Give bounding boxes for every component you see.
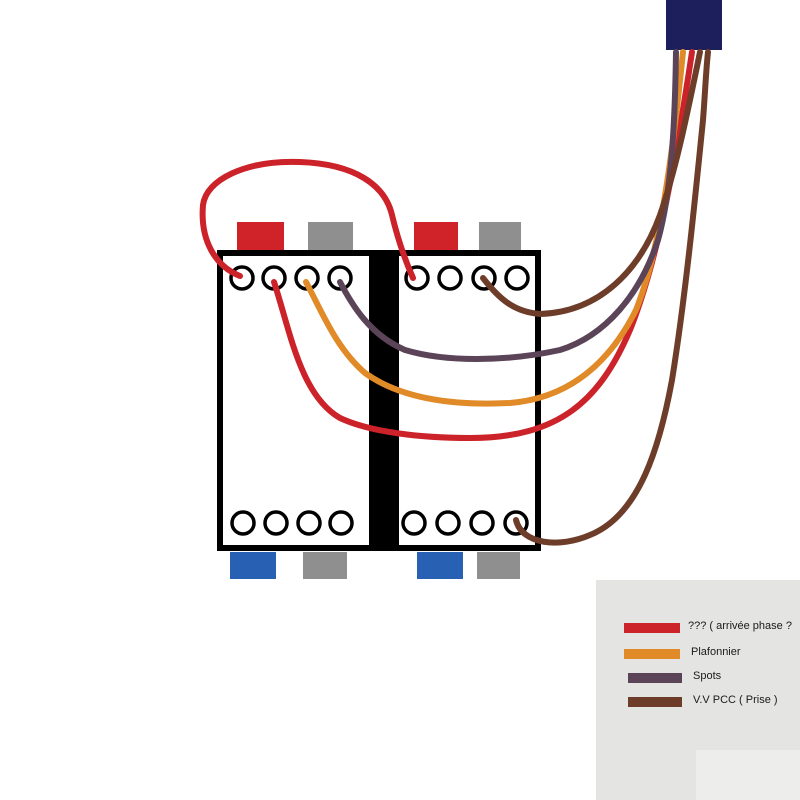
legend-item-plafonnier: Plafonnier [596, 644, 800, 664]
cable-sheath-icon [666, 0, 722, 50]
legend-swatch-purple [628, 673, 682, 683]
legend-label: V.V PCC ( Prise ) [693, 694, 778, 706]
terminal-hole-icon [328, 510, 354, 536]
legend-swatch-orange [624, 649, 680, 659]
terminal-hole-icon [469, 510, 495, 536]
top-terminal-red-right [414, 222, 458, 250]
wire-red-bridge [199, 158, 416, 281]
terminal-hole-icon [401, 510, 427, 536]
wire-brown-upper [480, 49, 703, 317]
terminal-hole-icon [504, 265, 530, 291]
legend-label: ??? ( arrivée phase ? [688, 620, 792, 632]
top-terminal-red-left [237, 222, 284, 250]
terminal-hole-icon [327, 265, 353, 291]
legend-panel: ??? ( arrivée phase ? Plafonnier Spots V… [596, 580, 800, 800]
switch-divider [369, 253, 399, 548]
wire-brown-lower [513, 49, 711, 546]
bottom-terminal-holes [230, 510, 529, 536]
legend-item-prise: V.V PCC ( Prise ) [596, 692, 800, 712]
legend-label: Spots [693, 670, 722, 682]
legend-swatch-brown [628, 697, 682, 707]
top-terminal-gray-left [308, 222, 353, 250]
bottom-terminal-blue-left [230, 552, 276, 579]
legend-item-phase: ??? ( arrivée phase ? [596, 618, 800, 638]
legend-label: Plafonnier [691, 646, 741, 658]
terminal-hole-icon [296, 510, 322, 536]
top-terminal-gray-right [479, 222, 521, 250]
legend-swatch-red [624, 623, 680, 633]
terminal-hole-icon [263, 510, 289, 536]
terminal-hole-icon [230, 510, 256, 536]
bottom-terminal-gray-left [303, 552, 347, 579]
terminal-hole-icon [437, 265, 463, 291]
terminal-hole-icon [435, 510, 461, 536]
bottom-terminal-gray-right [477, 552, 520, 579]
bottom-terminal-blue-right [417, 552, 463, 579]
legend-item-spots: Spots [596, 668, 800, 688]
